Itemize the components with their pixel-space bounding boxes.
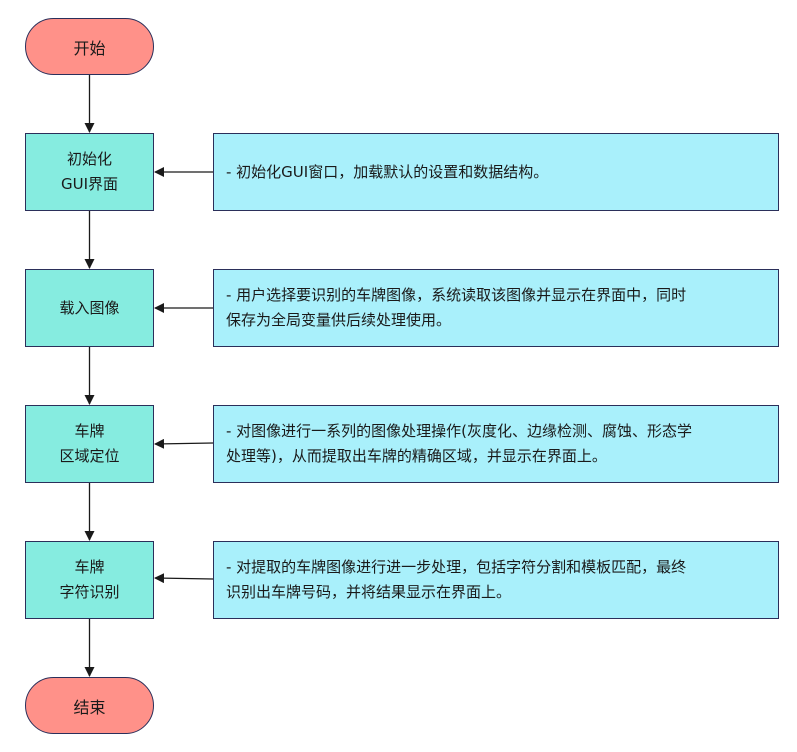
- start-label: 开始: [73, 38, 106, 58]
- step-label-line1: 载入图像: [59, 298, 120, 317]
- step-label-line1: 车牌: [74, 558, 105, 576]
- note-text: - 初始化GUI窗口，加载默认的设置和数据结构。: [226, 162, 549, 181]
- step-plate-localization: 车牌 区域定位: [25, 405, 154, 483]
- step-character-recognition: 车牌 字符识别: [25, 541, 154, 619]
- note-text: - 对提取的车牌图像进行进一步处理，包括字符分割和模板匹配，最终 识别出车牌号码…: [226, 558, 687, 601]
- arrow-note4-to-step4: [154, 573, 214, 584]
- step-label-line2: 字符识别: [59, 583, 120, 601]
- note-plate-localization: - 对图像进行一系列的图像处理操作(灰度化、边缘检测、腐蚀、形态学 处理等)，从…: [213, 405, 779, 483]
- step-label-line1: 初始化: [66, 150, 112, 168]
- note-text: - 用户选择要识别的车牌图像，系统读取该图像并显示在界面中，同时 保存为全局变量…: [226, 286, 687, 329]
- end-label: 结束: [73, 697, 106, 717]
- step-init-gui: 初始化 GUI界面: [25, 133, 154, 211]
- note-text: - 对图像进行一系列的图像处理操作(灰度化、边缘检测、腐蚀、形态学 处理等)，从…: [226, 422, 693, 465]
- step-label-line2: GUI界面: [60, 175, 119, 193]
- step-label-line2: 区域定位: [59, 447, 120, 465]
- note-character-recognition: - 对提取的车牌图像进行进一步处理，包括字符分割和模板匹配，最终 识别出车牌号码…: [213, 541, 779, 619]
- note-init-gui: - 初始化GUI窗口，加载默认的设置和数据结构。: [213, 133, 779, 211]
- start-node: 开始: [25, 18, 154, 75]
- note-load-image: - 用户选择要识别的车牌图像，系统读取该图像并显示在界面中，同时 保存为全局变量…: [213, 269, 779, 347]
- step-load-image: 载入图像: [25, 269, 154, 347]
- step-label-line1: 车牌: [74, 422, 105, 440]
- arrow-note3-to-step3: [154, 438, 214, 449]
- end-node: 结束: [25, 677, 154, 734]
